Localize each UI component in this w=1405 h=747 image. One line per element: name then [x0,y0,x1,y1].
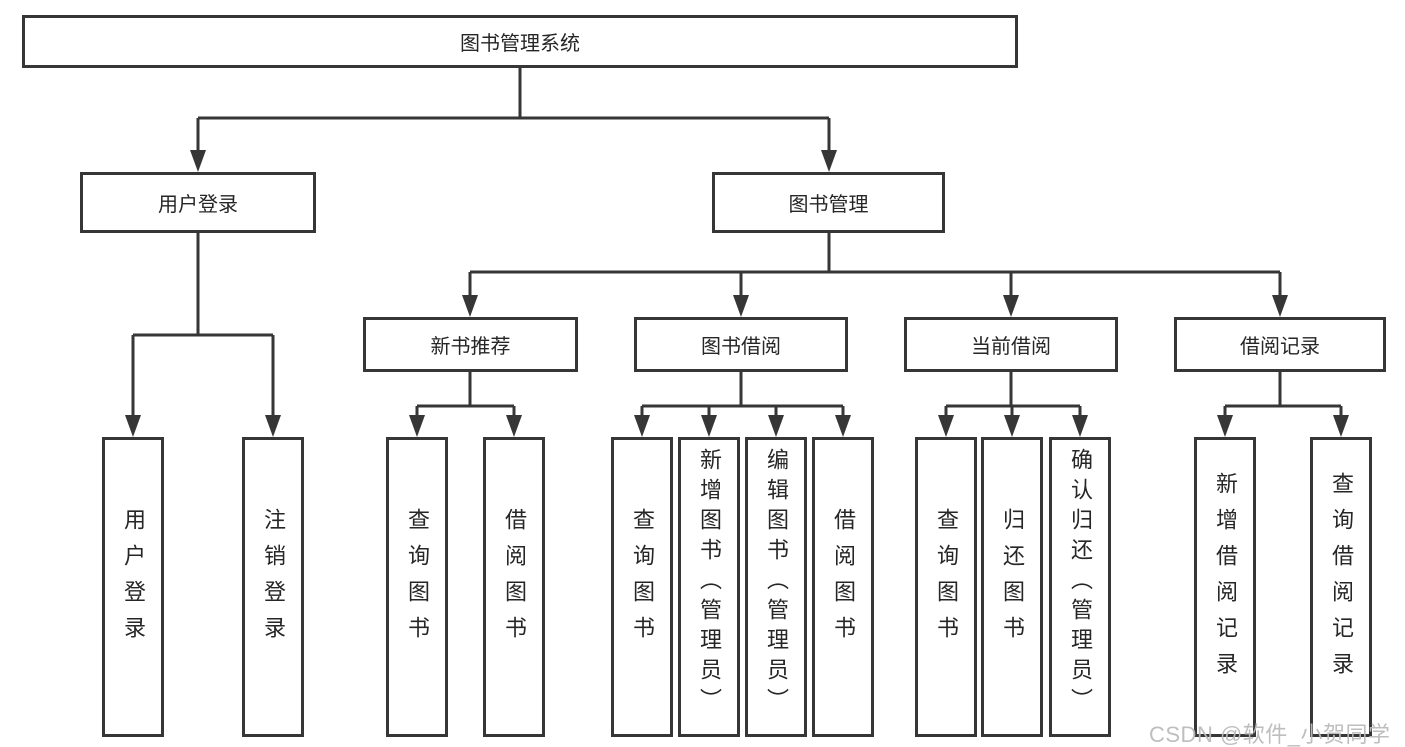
leaf-query-books-3: 查询图书 [915,437,977,737]
arrow-icon [768,415,784,437]
leaf-borrow-books-1: 借阅图书 [483,437,545,737]
node-label: 图书管理 [788,194,869,216]
connector-path [131,68,1343,419]
leaf-label: 借阅图书 [502,508,527,652]
arrow-icon [1272,295,1288,317]
leaf-add-books-admin: 新增图书（管理员） [678,437,740,737]
arrow-icon [190,150,206,172]
leaf-query-books-2: 查询图书 [611,437,673,737]
leaf-add-borrow-record: 新增借阅记录 [1194,437,1256,737]
node-label: 当前借阅 [971,336,1051,358]
leaf-logout: 注销登录 [242,437,304,737]
node-label: 图书借阅 [701,336,781,358]
leaf-label: 用户登录 [121,508,146,652]
leaf-label: 查询借阅记录 [1329,472,1354,688]
arrow-icon [265,415,281,437]
leaf-label: 新增图书（管理员） [697,448,722,718]
arrow-icon [821,150,837,172]
leaf-label: 查询图书 [630,508,655,652]
leaf-user-login: 用户登录 [102,437,164,737]
node-label: 新书推荐 [430,336,511,358]
leaf-label: 编辑图书（管理员） [764,448,789,718]
node-borrow-records: 借阅记录 [1174,317,1386,372]
node-book-borrow: 图书借阅 [634,317,848,372]
csdn-watermark: CSDN @软件_小贺同学 [1149,722,1391,747]
leaf-edit-books-admin: 编辑图书（管理员） [745,437,807,737]
arrow-icon [1003,295,1019,317]
node-book-management: 图书管理 [712,172,945,233]
leaf-label: 新增借阅记录 [1213,472,1238,688]
node-new-book-recommend: 新书推荐 [363,317,578,372]
arrow-icon [409,415,425,437]
leaf-label: 查询图书 [934,508,959,652]
arrow-icon [733,295,749,317]
arrow-icon [125,415,141,437]
leaf-confirm-return-admin: 确认归还（管理员） [1049,437,1111,737]
node-system-root: 图书管理系统 [22,15,1018,68]
leaf-query-borrow-record: 查询借阅记录 [1310,437,1372,737]
leaf-label: 确认归还（管理员） [1068,448,1093,718]
leaf-query-books-1: 查询图书 [386,437,448,737]
node-label: 借阅记录 [1240,336,1320,358]
arrow-icon [1004,415,1020,437]
node-user-login: 用户登录 [80,172,316,233]
arrow-icon [1072,415,1088,437]
arrow-icon [462,295,478,317]
leaf-label: 查询图书 [405,508,430,652]
arrow-icon [835,415,851,437]
arrow-icon [1217,415,1233,437]
arrow-icon [1333,415,1349,437]
node-label: 图书管理系统 [460,33,580,55]
leaf-return-books: 归还图书 [981,437,1043,737]
leaf-borrow-books-2: 借阅图书 [812,437,874,737]
arrow-icon [634,415,650,437]
leaf-label: 借阅图书 [831,508,856,652]
node-current-borrow: 当前借阅 [904,317,1118,372]
arrow-icon [701,415,717,437]
node-label: 用户登录 [158,194,238,216]
arrow-icon [506,415,522,437]
arrow-icon [938,415,954,437]
leaf-label: 注销登录 [261,508,286,652]
leaf-label: 归还图书 [1000,508,1025,652]
